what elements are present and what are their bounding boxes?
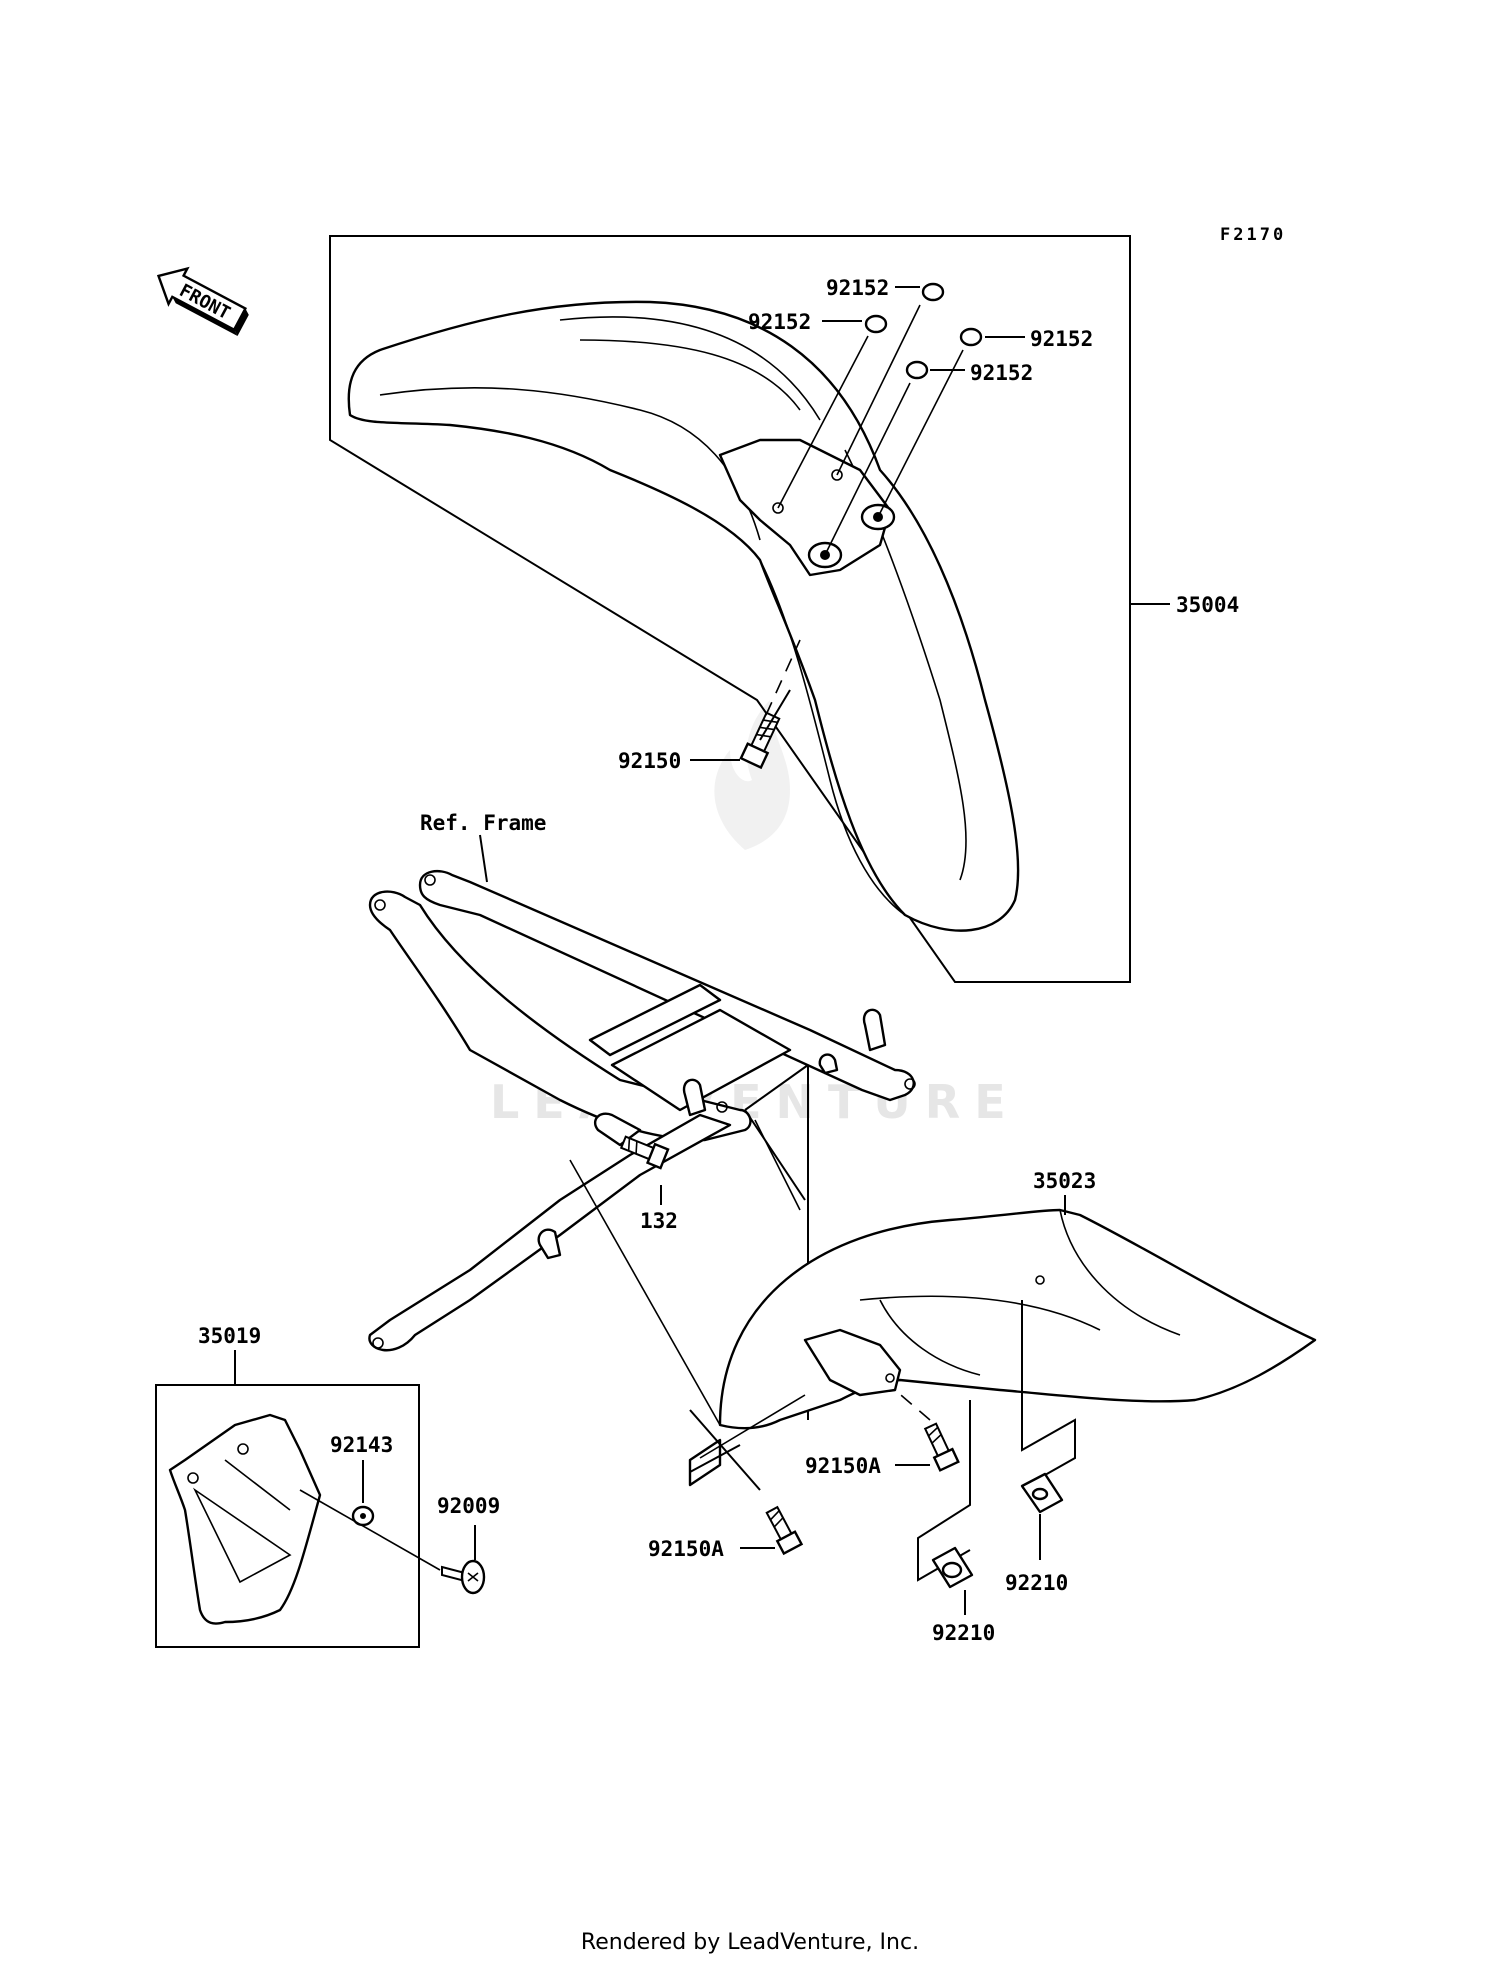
washer-92152-d	[905, 360, 929, 380]
washer-92152-c	[959, 327, 983, 347]
front-fender-group: 92152 92152 92152 92152 35004 92150	[329, 235, 1239, 983]
washer-92152-b	[864, 314, 888, 334]
rear-fender-bracket	[803, 1328, 902, 1397]
rear-fender-part	[718, 1208, 1317, 1430]
bolt-92150a-upper	[923, 1422, 960, 1472]
frame-rail-lower	[368, 890, 752, 1142]
figure-code: F2170	[1220, 225, 1286, 245]
label-ref-frame: Ref. Frame	[420, 811, 546, 835]
screw-92009	[441, 1559, 486, 1595]
label-92152-a: 92152	[826, 276, 889, 300]
label-92150: 92150	[618, 749, 681, 773]
frame-crossmember	[588, 983, 722, 1057]
label-35023: 35023	[1033, 1169, 1096, 1193]
label-92009: 92009	[437, 1494, 500, 1518]
bolt-92150a-lower	[765, 1505, 804, 1556]
bolt-132	[619, 1135, 670, 1170]
footer-credit: Rendered by LeadVenture, Inc.	[580, 1930, 920, 1955]
label-92210-right: 92210	[1005, 1571, 1068, 1595]
label-92152-c: 92152	[1030, 327, 1093, 351]
front-direction-badge: FRONT	[156, 266, 249, 337]
label-132: 132	[640, 1209, 678, 1233]
label-35019: 35019	[198, 1324, 261, 1348]
label-92152-b: 92152	[748, 310, 811, 334]
front-fender-mount-bracket	[718, 438, 892, 577]
mudflap-group-outline	[155, 1384, 420, 1648]
frame-rail-upper	[418, 869, 915, 1102]
mudflap-part	[168, 1413, 322, 1625]
label-92150a-lower: 92150A	[648, 1537, 724, 1561]
label-92210-left: 92210	[932, 1621, 995, 1645]
front-fender-group-outline	[329, 235, 1131, 983]
mudflap-group: 35019 92143 92009	[155, 1324, 500, 1648]
ref-frame: Ref. Frame 132	[368, 811, 916, 1352]
flame-logo	[714, 700, 790, 850]
label-92152-d: 92152	[970, 361, 1033, 385]
washer-92152-a	[921, 282, 945, 302]
front-fender-part	[347, 300, 1020, 932]
rear-fender-group: 35023 92150A 92150A	[569, 1064, 1317, 1645]
nut-92210-right	[1020, 1472, 1064, 1514]
nut-92210-left	[931, 1546, 974, 1589]
label-92143: 92143	[330, 1433, 393, 1457]
label-92150a-upper: 92150A	[805, 1454, 881, 1478]
label-35004: 35004	[1176, 593, 1239, 617]
